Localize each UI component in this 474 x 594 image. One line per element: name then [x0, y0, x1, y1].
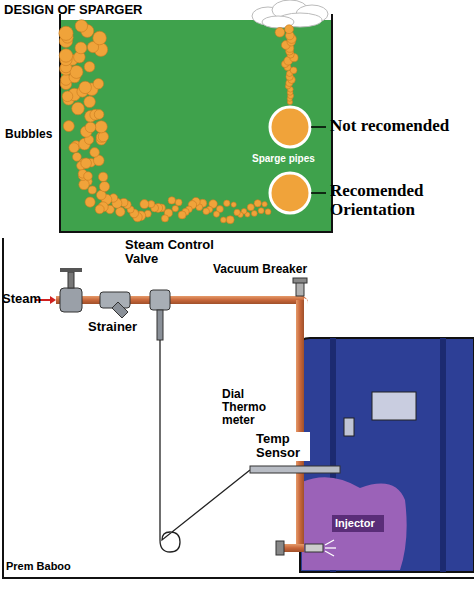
tank-liquid — [60, 20, 332, 232]
liquid-region — [302, 477, 407, 570]
leader-line — [311, 126, 326, 128]
part-label: Dial Thermo meter — [222, 388, 272, 428]
watermark: Prem Baboo — [6, 560, 71, 572]
part-label: Vacuum Breaker — [213, 263, 307, 276]
sparge-pipe — [270, 173, 310, 213]
part-label: Bubbles — [5, 128, 52, 141]
temp-sensor — [250, 466, 340, 473]
control-valve — [150, 290, 170, 340]
steam-arrow — [50, 296, 56, 304]
part-label: Sparge pipes — [252, 153, 315, 164]
part-label: Steam — [2, 292, 41, 306]
flange — [276, 541, 284, 555]
vessel — [300, 338, 474, 572]
steam-pipe — [282, 544, 304, 552]
part-label: Injector — [335, 517, 375, 529]
part-label: Steam Control Valve — [125, 238, 225, 267]
vacuum-breaker — [293, 278, 307, 296]
injector-jets — [325, 540, 336, 556]
tank-wall — [60, 14, 332, 232]
diagram-title: DESIGN OF SPARGER — [4, 3, 142, 17]
bubbles — [59, 20, 298, 224]
injector — [305, 544, 323, 552]
steam-pipe — [56, 296, 304, 304]
orientation-note: Recomended Orientation — [330, 182, 442, 219]
foam — [252, 0, 328, 28]
orientation-note: Not recomended — [330, 117, 449, 136]
vessel-panel — [372, 392, 416, 420]
part-label: Temp Sensor — [254, 432, 310, 461]
vessel-band — [440, 338, 446, 572]
dial-thermometer — [344, 418, 354, 436]
part-label: Strainer — [88, 320, 137, 334]
frame — [3, 238, 474, 578]
capillary-line — [160, 340, 250, 552]
steam-control-valve — [60, 268, 82, 312]
sparge-pipe — [270, 107, 310, 147]
strainer — [100, 292, 130, 318]
injector-tag — [332, 515, 384, 532]
leader-line — [311, 192, 326, 194]
steam-pipe — [296, 300, 304, 548]
